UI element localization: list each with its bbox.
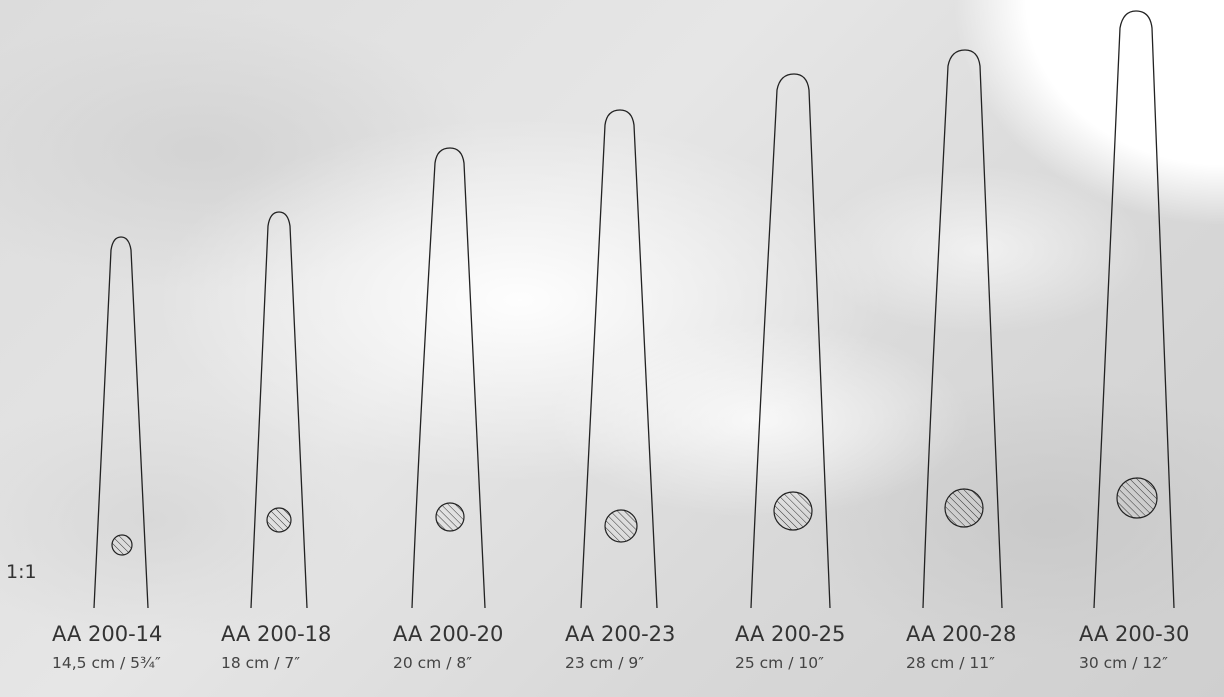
needle-outline — [411, 147, 486, 609]
needle-outline — [93, 236, 149, 609]
needle-aa-200-20 — [411, 147, 486, 609]
needle-outline — [250, 211, 308, 609]
eye-hole — [111, 534, 133, 556]
model-size: 18 cm / 7″ — [221, 654, 300, 672]
needle-outline — [580, 109, 658, 609]
scale-label: 1:1 — [6, 561, 37, 583]
model-size: 23 cm / 9″ — [565, 654, 644, 672]
eye-hole — [266, 507, 292, 533]
model-name: AA 200-28 — [906, 622, 1017, 646]
caption-aa-200-28: AA 200-28 28 cm / 11″ — [906, 622, 1066, 672]
model-name: AA 200-30 — [1079, 622, 1190, 646]
caption-aa-200-20: AA 200-20 20 cm / 8″ — [393, 622, 553, 672]
model-size: 28 cm / 11″ — [906, 654, 995, 672]
eye-hole — [944, 488, 984, 528]
model-size: 14,5 cm / 5¾″ — [52, 654, 161, 672]
needle-aa-200-28 — [922, 49, 1003, 609]
caption-aa-200-18: AA 200-18 18 cm / 7″ — [221, 622, 381, 672]
caption-aa-200-30: AA 200-30 30 cm / 12″ — [1079, 622, 1224, 672]
needle-aa-200-30 — [1093, 10, 1175, 609]
needle-aa-200-25 — [750, 73, 831, 609]
model-size: 30 cm / 12″ — [1079, 654, 1168, 672]
needle-aa-200-23 — [580, 109, 658, 609]
caption-aa-200-23: AA 200-23 23 cm / 9″ — [565, 622, 725, 672]
eye-hole — [773, 491, 813, 531]
needle-outline — [1093, 10, 1175, 609]
eye-hole — [1116, 477, 1158, 519]
caption-aa-200-14: AA 200-14 14,5 cm / 5¾″ — [52, 622, 212, 672]
model-size: 25 cm / 10″ — [735, 654, 824, 672]
needle-outline — [750, 73, 831, 609]
model-size: 20 cm / 8″ — [393, 654, 472, 672]
eye-hole — [604, 509, 638, 543]
needle-aa-200-14 — [93, 236, 149, 609]
eye-hole — [435, 502, 465, 532]
model-name: AA 200-18 — [221, 622, 332, 646]
model-name: AA 200-20 — [393, 622, 504, 646]
needle-outline — [922, 49, 1003, 609]
model-name: AA 200-14 — [52, 622, 163, 646]
caption-aa-200-25: AA 200-25 25 cm / 10″ — [735, 622, 895, 672]
model-name: AA 200-23 — [565, 622, 676, 646]
model-name: AA 200-25 — [735, 622, 846, 646]
needle-aa-200-18 — [250, 211, 308, 609]
